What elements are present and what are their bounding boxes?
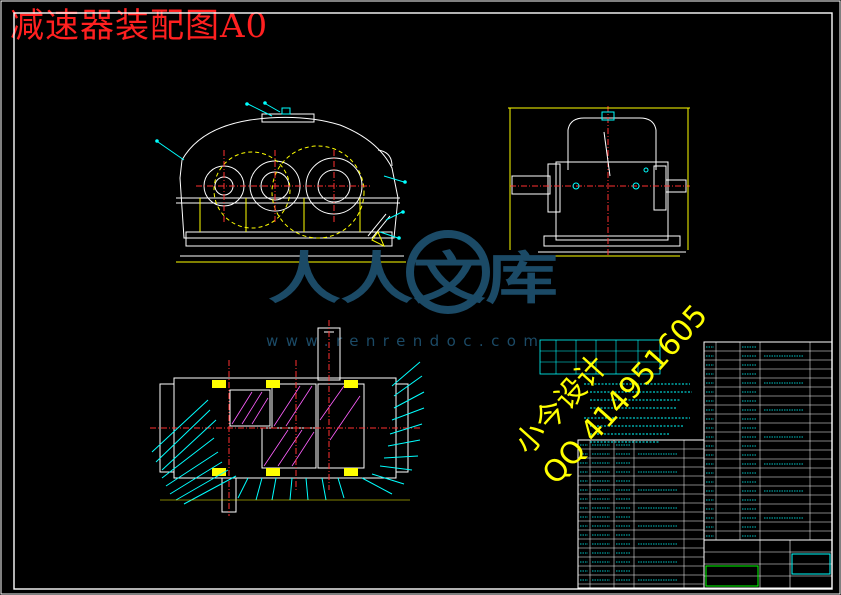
plan-view: [150, 320, 425, 516]
parts-list-lower-frame: [577, 439, 705, 589]
plan-flange-left: [159, 383, 174, 473]
output-cap: [653, 165, 667, 211]
dipstick: [603, 131, 611, 177]
parts-cell-marks: [580, 346, 804, 581]
plan-leaders-left: [151, 399, 237, 505]
input-shaft: [511, 175, 551, 195]
housing-outline: [179, 116, 399, 239]
tech-param-table: [539, 339, 661, 375]
parts-list: [577, 341, 833, 589]
plan-gear-3: [317, 383, 365, 469]
title-block-grid: [704, 540, 832, 588]
lifting-lug: [377, 149, 393, 167]
housing-base: [185, 231, 393, 247]
gear-pitch-1: [213, 151, 291, 229]
vent-plug: [281, 107, 291, 115]
plan-bearings: [212, 380, 358, 476]
side-view: [508, 106, 690, 257]
inner-frame: [13, 12, 833, 590]
title-block-highlight: [705, 565, 759, 587]
plan-leaders-right: [361, 361, 425, 495]
front-balloons: [155, 101, 407, 240]
side-small-parts: [572, 167, 649, 190]
parts-columns: [589, 342, 811, 588]
front-view: [155, 101, 407, 263]
plan-gear-4: [261, 427, 317, 469]
front-leaders: [157, 103, 405, 239]
watermark: 人人文库 www.renrendoc.com: [266, 230, 558, 350]
tech-text-lines: [584, 383, 692, 443]
parts-rows-lower: [578, 448, 704, 585]
side-vent: [601, 111, 615, 121]
side-base: [543, 235, 681, 247]
watermark-logo-ring: [406, 230, 490, 314]
side-housing-body: [555, 161, 669, 241]
watermark-brand: 人人文库: [268, 247, 558, 312]
drain-plug: [371, 231, 385, 248]
input-cap: [547, 163, 561, 213]
plan-gear-1: [229, 389, 271, 427]
title-block-name-cell: [791, 553, 831, 575]
technical-requirements: [539, 339, 692, 443]
watermark-site: www.renrendoc.com: [266, 332, 538, 350]
plan-leaders-bottom: [237, 477, 345, 501]
side-housing-outline: [567, 117, 657, 170]
gear-pitch-2: [271, 145, 365, 239]
parts-rows-upper: [704, 350, 832, 532]
tech-param-grid: [540, 340, 660, 374]
